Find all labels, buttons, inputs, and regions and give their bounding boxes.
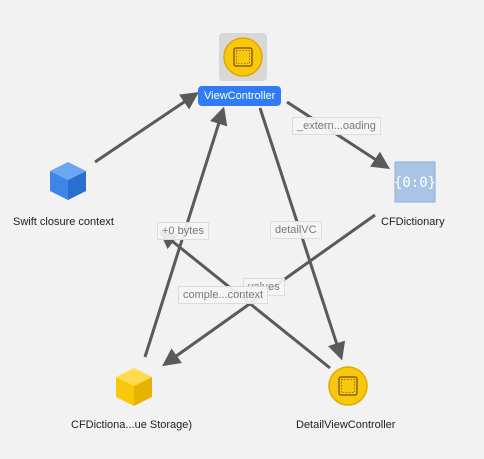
node-label-swift-closure[interactable]: Swift closure context [13,216,114,228]
node-label-cfdictionary[interactable]: CFDictionary [381,216,445,228]
edge-label-detailvc: detailVC [270,221,322,239]
braces-dictionary-icon[interactable]: {0:0} [394,161,436,203]
node-label-detailviewcontroller[interactable]: DetailViewController [296,419,396,431]
edge-label-plus-zero-bytes: +0 bytes [157,222,209,240]
edge-label-external-loading: _extern...oading [292,117,381,135]
edge-label-completion-context: comple...context [178,286,269,304]
yellow-circle-object-icon[interactable] [222,36,264,78]
blue-cube-icon[interactable] [48,160,88,202]
svg-text:{0:0}: {0:0} [394,175,436,191]
yellow-circle-object-icon[interactable] [327,365,369,407]
node-label-cfdictionary-storage[interactable]: CFDictiona...ue Storage) [71,419,193,431]
yellow-cube-icon[interactable] [114,366,154,408]
edge-closure-to-viewcontroller[interactable] [94,91,199,164]
node-label-viewcontroller[interactable]: ViewController [198,86,282,106]
